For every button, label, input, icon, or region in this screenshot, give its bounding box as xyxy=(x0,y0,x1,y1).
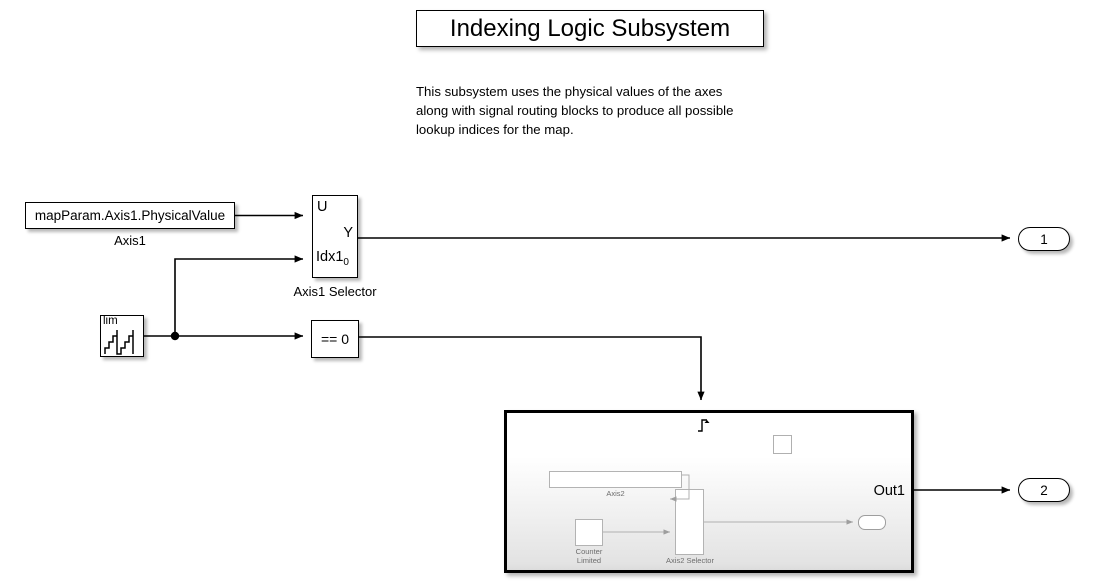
outport-2-label: 2 xyxy=(1040,482,1048,498)
staircase-waveform-icon xyxy=(104,330,134,355)
rising-edge-trigger-icon xyxy=(698,419,710,432)
outport-2[interactable]: 2 xyxy=(1018,478,1070,502)
inner-empty-block xyxy=(773,435,792,454)
triggered-subsystem-block[interactable]: Axis2 Counter Limited Axis2 Selector Out… xyxy=(504,410,914,573)
block-label-axis1-selector: Axis1 Selector xyxy=(293,284,377,299)
counter-limited-block[interactable]: lim xyxy=(100,315,144,357)
inner-preview-wires xyxy=(603,474,854,535)
inner-selector-block-axis2 xyxy=(675,489,704,555)
inner-counter-limited-block xyxy=(575,519,603,546)
selector-port-idx-subscript: 0 xyxy=(343,257,349,268)
subsystem-outport-label: Out1 xyxy=(873,483,905,499)
inner-outport-shape xyxy=(858,515,886,530)
compare-to-zero-block[interactable]: == 0 xyxy=(311,320,359,358)
page-title: Indexing Logic Subsystem xyxy=(449,14,731,42)
selector-block-axis1[interactable]: U Y Idx10 xyxy=(312,195,358,278)
wire-compare-to-trigger-port xyxy=(359,336,705,401)
counter-limit-text: lim xyxy=(103,315,118,327)
inner-label-axis2: Axis2 xyxy=(606,489,625,498)
selector-port-idx-label: Idx10 xyxy=(316,249,349,268)
selector-port-u-label: U xyxy=(317,199,328,215)
outport-1[interactable]: 1 xyxy=(1018,227,1070,251)
constant-block-value: mapParam.Axis1.PhysicalValue xyxy=(34,208,226,223)
signal-branch-junction xyxy=(170,331,180,341)
title-annotation-box[interactable]: Indexing Logic Subsystem xyxy=(416,10,764,47)
block-label-axis1: Axis1 xyxy=(114,233,146,248)
selector-port-y-label: Y xyxy=(343,225,353,241)
outport-1-label: 1 xyxy=(1040,231,1048,247)
inner-label-counter-limited: Counter Limited xyxy=(575,547,603,565)
compare-operator-label: == 0 xyxy=(320,331,350,347)
inner-constant-block-axis2 xyxy=(549,471,682,488)
constant-block-axis1[interactable]: mapParam.Axis1.PhysicalValue xyxy=(25,202,235,229)
selector-port-idx-name: Idx1 xyxy=(316,249,344,265)
inner-label-axis2-selector: Axis2 Selector xyxy=(666,556,714,565)
description-annotation: This subsystem uses the physical values … xyxy=(416,84,734,137)
